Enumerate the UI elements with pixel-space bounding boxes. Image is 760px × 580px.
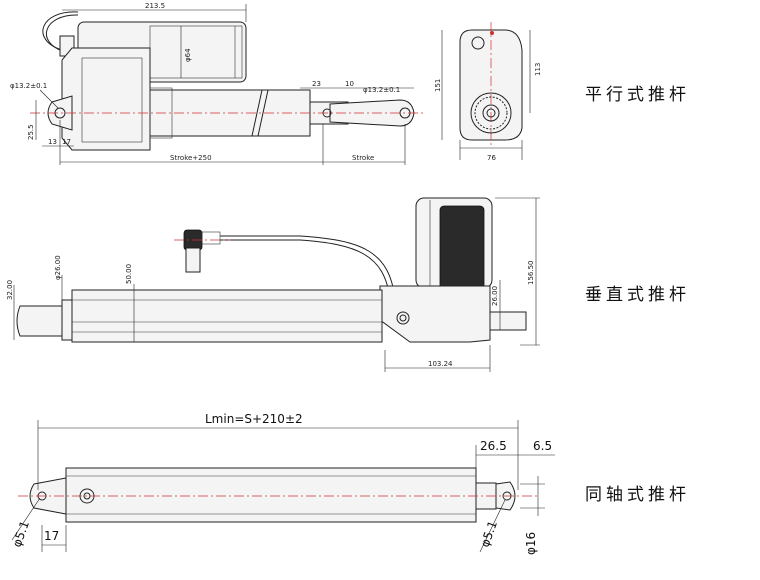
end-view-gear <box>470 92 512 134</box>
vertical-output-shaft <box>489 311 527 331</box>
dim-26-b: 26.00 <box>491 286 499 306</box>
label-coaxial-actuator: 同轴式推杆 <box>585 485 690 505</box>
dim-26-a: φ26.00 <box>54 255 62 280</box>
dim-13: 13 <box>48 138 57 146</box>
dim-motor-dia: φ64 <box>184 48 192 62</box>
dim-25-5: 25.5 <box>27 124 35 140</box>
dim-103-24: 103.24 <box>428 360 453 368</box>
coaxial-rear-eye <box>29 477 67 515</box>
dim-23: 23 <box>312 80 321 88</box>
dim-10: 10 <box>345 80 354 88</box>
dim-hole-left: φ13.2±0.1 <box>10 82 47 90</box>
vertical-gearbox <box>379 285 491 343</box>
dim-total-length: 213.5 <box>145 2 165 10</box>
parallel-actuator-side-view: 213.5 φ64 φ13.2±0.1 23 10 φ13.2±0.1 25.5… <box>10 2 425 165</box>
gearbox-housing <box>61 47 151 151</box>
dim-17: 17 <box>44 529 59 543</box>
dim-151: 151 <box>434 79 442 92</box>
vertical-power-cable <box>220 235 396 301</box>
dim-76: 76 <box>487 154 496 162</box>
coaxial-outer-tube <box>65 467 477 523</box>
dim-26-5: 26.5 <box>480 439 507 453</box>
coaxial-actuator: Lmin=S+210±2 26.5 6.5 φ5.1 17 φ5.1 φ16 <box>10 412 555 555</box>
dim-17: 17 <box>62 138 71 146</box>
dim-156-5: 156.50 <box>527 261 535 286</box>
end-view-motor-bolt <box>471 36 485 50</box>
dim-hole-right: φ13.2±0.1 <box>363 86 400 94</box>
dim-50: 50.00 <box>125 264 133 284</box>
vertical-actuator: 32.00 φ26.00 50.00 26.00 156.50 103.24 <box>6 197 540 372</box>
vertical-rod-end <box>16 305 67 337</box>
label-parallel-actuator: 平行式推杆 <box>585 85 690 105</box>
dim-lmin: Lmin=S+210±2 <box>205 412 303 426</box>
dim-stroke: Stroke <box>352 154 374 162</box>
dim-hole-left: φ5.1 <box>10 519 32 549</box>
parallel-actuator-end-view: 151 113 76 <box>434 22 542 162</box>
label-vertical-actuator: 垂直式推杆 <box>585 285 690 305</box>
dim-dia-16: φ16 <box>524 532 538 555</box>
dim-32: 32.00 <box>6 280 14 300</box>
dim-hole-right: φ5.1 <box>478 519 500 549</box>
dim-6-5: 6.5 <box>533 439 552 453</box>
rear-eye <box>47 95 73 131</box>
dim-113: 113 <box>534 63 542 76</box>
vertical-outer-tube <box>71 289 383 343</box>
dim-stroke-plus: Stroke+250 <box>170 154 212 162</box>
